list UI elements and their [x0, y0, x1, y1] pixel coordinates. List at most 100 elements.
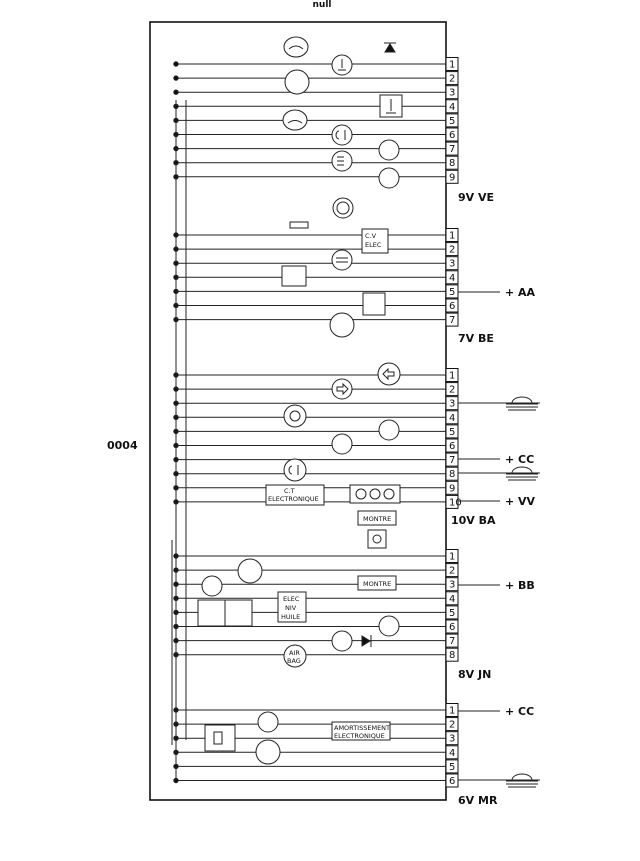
fuel-lamp-icon	[201, 575, 223, 597]
gauge-circle	[255, 739, 281, 765]
turn-signal-right-icon	[331, 378, 353, 400]
junction-dot	[173, 61, 179, 67]
connector-pin-box	[445, 284, 459, 299]
connector-pin-box	[445, 312, 459, 327]
diagram-side-label: 0004	[107, 439, 138, 452]
connector-pin-box	[445, 633, 459, 648]
indicator-lamp-icon	[284, 69, 310, 95]
elec-niv-huile-label-1: ELEC	[283, 595, 300, 603]
page-title: null	[313, 0, 332, 10]
montre-label-2: MONTRE	[363, 580, 391, 588]
connector-pin-number: 6	[449, 130, 455, 141]
connector-pin-number: 8	[449, 650, 455, 661]
connector-pin-box	[445, 85, 459, 100]
connector-pin-box	[445, 549, 459, 563]
diode-icon	[361, 635, 372, 647]
connector-pin-box	[445, 71, 459, 86]
connector-pin-number: 6	[449, 622, 455, 633]
ct-electronique-box	[265, 484, 325, 506]
connector-pin-number: 3	[449, 88, 455, 99]
connector-pin-number: 8	[449, 158, 455, 169]
battery-charge-lamp-icon	[281, 265, 307, 287]
fuel-level-lamp-icon	[257, 711, 279, 733]
connector-pin-number: 3	[449, 734, 455, 745]
glow-plug-lamp-icon	[378, 615, 400, 637]
connector-pin-number: 2	[449, 720, 455, 731]
air-bag-label-1: AIR	[289, 649, 300, 657]
connector-pin-number: 1	[449, 552, 455, 563]
connector-pin-number: 7	[449, 455, 455, 466]
connector-pin-box	[445, 410, 459, 425]
external-lines	[458, 291, 540, 781]
air-bag-label-2: BAG	[287, 657, 301, 665]
connector-pin-box	[445, 113, 459, 128]
connector-name-9v-ve: 9V VE	[458, 191, 494, 204]
external-label-aa: + AA	[505, 286, 536, 299]
fog-rear-lamp-icon	[283, 458, 307, 482]
connector-pin-box	[445, 424, 459, 439]
connector-pin-box	[445, 141, 459, 156]
connector-pin-box	[445, 155, 459, 170]
external-label-vv: + VV	[505, 495, 536, 508]
connector-pin-box	[445, 759, 459, 774]
connector-pin-number: 7	[449, 315, 455, 326]
connector-pin-box	[445, 591, 459, 606]
connector-pin-box	[445, 466, 459, 481]
connector-pin-box	[445, 745, 459, 760]
connector-pin-box	[445, 57, 459, 71]
cv-elec-label-1: C.V	[365, 232, 377, 240]
warning-lamp-oil-icon	[283, 36, 309, 58]
connector-pin-number: 1	[449, 60, 455, 71]
resistor-icon	[289, 221, 309, 229]
connector-pin-box	[445, 368, 459, 382]
airbag-lamp-icon	[331, 630, 353, 652]
connector-pin-box	[445, 647, 459, 662]
module-box	[362, 292, 386, 316]
connector-pin-box	[445, 270, 459, 285]
ground-symbol	[506, 773, 538, 788]
connector-pin-number: 5	[449, 116, 455, 127]
montre-box-2	[357, 575, 397, 591]
connector-pin-box	[445, 228, 459, 242]
ground-symbol	[506, 466, 538, 481]
ct-elec-label-1: C.T	[284, 487, 295, 495]
passenger-lamp-icon	[331, 433, 353, 455]
gauge-circle	[329, 312, 355, 338]
headlamp-lamp-icon	[378, 139, 400, 161]
warning-lamp-icon	[283, 404, 307, 428]
elec-niv-huile-label-2: NIV	[285, 604, 297, 612]
connector-pin-number: 7	[449, 636, 455, 647]
junction-dot	[173, 89, 179, 95]
amortissement-label-2: ELECTRONIQUE	[334, 732, 385, 740]
external-label-cc: + CC	[505, 453, 534, 466]
connector-pin-box	[445, 563, 459, 578]
cv-elec-box	[361, 228, 389, 254]
diode-icon	[384, 42, 396, 53]
connector-pin-number: 2	[449, 245, 455, 256]
connector-pin-box	[445, 438, 459, 453]
connector-pin-number: 4	[449, 594, 455, 605]
connector-pin-number: 2	[449, 566, 455, 577]
connector-pin-box	[445, 717, 459, 732]
connector-pin-box	[445, 619, 459, 634]
connector-pin-number: 6	[449, 301, 455, 312]
seatbelt-lamp-icon	[378, 419, 400, 441]
clock-lamp-box	[367, 529, 387, 549]
ground-symbol	[506, 396, 538, 411]
connector-pin-box	[445, 480, 459, 495]
connector-pin-number: 3	[449, 580, 455, 591]
connector-pin-number: 8	[449, 469, 455, 480]
junction-dot	[173, 75, 179, 81]
connector-pin-number: 3	[449, 399, 455, 410]
elec-niv-huile-label-3: HUILE	[281, 613, 300, 621]
connector-pin-box	[445, 382, 459, 397]
connector-pin-box	[445, 703, 459, 717]
air-bag-circle	[283, 644, 307, 668]
connectors: 1234567891234567123456789101234567812345…	[445, 57, 462, 788]
ct-elec-label-2: ELECTRONIQUE	[268, 495, 319, 503]
gauge-circle	[237, 558, 263, 584]
gauge-lamp-icon	[331, 249, 353, 271]
connector-pin-number: 5	[449, 427, 455, 438]
connector-pin-box	[445, 452, 459, 467]
